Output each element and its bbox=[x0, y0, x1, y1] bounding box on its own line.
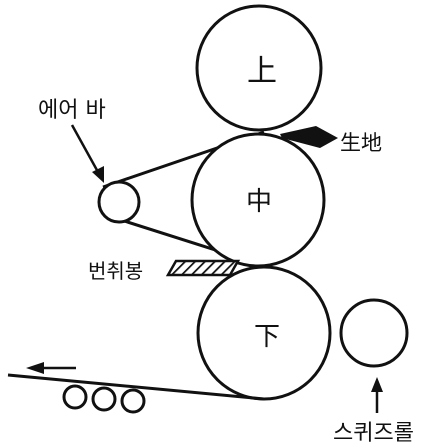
separator-bar bbox=[165, 259, 241, 277]
air-bar-roller bbox=[97, 180, 141, 224]
bottom-roll-label: 下 bbox=[254, 322, 280, 352]
conveyor-roller-2 bbox=[91, 386, 117, 412]
material-label: 生地 bbox=[340, 131, 382, 155]
middle-roll-label: 中 bbox=[246, 187, 272, 217]
output-arrow bbox=[26, 362, 76, 374]
squeeze-roll-label: 스퀴즈롤 bbox=[333, 421, 414, 446]
top-roll-label: 上 bbox=[247, 54, 277, 89]
conveyor-roller-3 bbox=[120, 388, 146, 414]
top-roll bbox=[195, 4, 323, 132]
material-wedge bbox=[280, 126, 338, 148]
air-bar-label: 에어 바 bbox=[38, 98, 106, 123]
conveyor-roller-1 bbox=[62, 384, 88, 410]
separator-label: 번취봉 bbox=[88, 259, 143, 283]
air-bar-arrow bbox=[70, 124, 104, 183]
squeeze-roll bbox=[339, 298, 409, 368]
squeeze-roll-arrow bbox=[371, 377, 383, 413]
output-sheet-line bbox=[7, 373, 265, 401]
